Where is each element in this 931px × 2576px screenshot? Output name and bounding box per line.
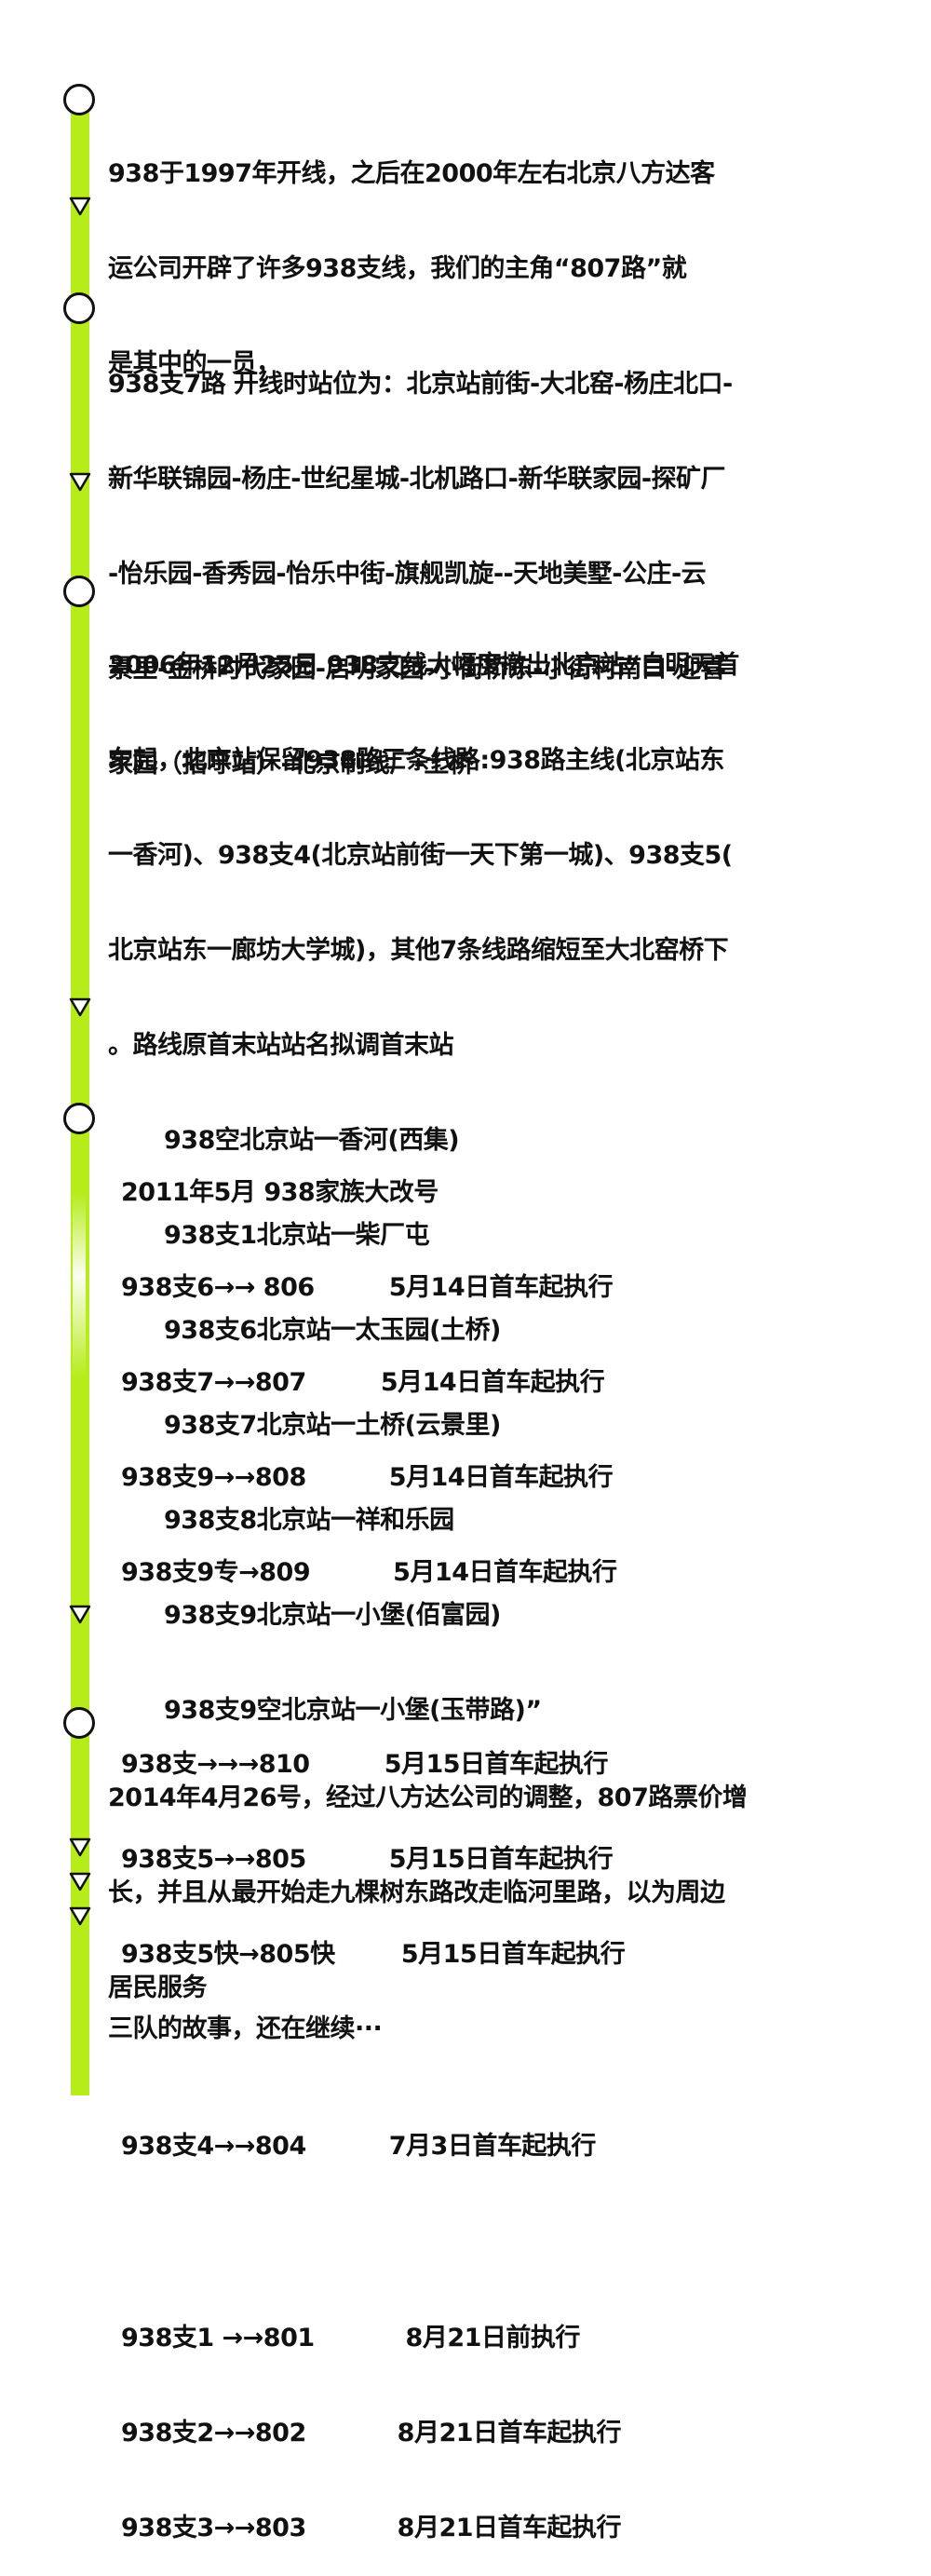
group-spacer [121, 2226, 625, 2259]
timeline-node-circle [63, 292, 95, 324]
renumber-row: 938支5快→805快 5月15日首车起执行 [121, 1940, 626, 1969]
renumber-row: 938支1 →→801 8月21日前执行 [121, 2324, 580, 2352]
entry-text-line: 2014年4月26号，经过八方达公司的调整，807路票价增 [108, 1783, 748, 1812]
renumber-row: 938支4→→804 7月3日首车起执行 [121, 2132, 596, 2161]
route-list-item: 938支8北京站一祥和乐园 [164, 1506, 454, 1535]
triangle-down-icon [69, 1837, 91, 1858]
timeline-bar [71, 93, 89, 2095]
timeline-node-circle [63, 84, 95, 115]
entry-text-line: 北京站东一廊坊大学城)，其他7条线路缩短至大北窑桥下 [108, 936, 729, 965]
entry-text-line: 是其中的一员， [108, 349, 281, 378]
timeline-entry-route-stops: 938支7路 开线时站位为：北京站前街-大北窑-杨庄北口- 新华联锦园-杨庄-世… [108, 305, 733, 812]
timeline-node-circle [63, 576, 95, 607]
entry-title: 2011年5月 938家族大改号 [121, 1178, 439, 1207]
entry-text-line: 长，并且从最开始走九棵树东路改走临河里路，以为周边 [108, 1878, 725, 1907]
entry-text-line: 家园（招呼站）-北京制线厂-土桥 [108, 750, 474, 779]
timeline-node-circle [63, 1707, 95, 1739]
route-list-item: 938支1北京站一柴厂屯 [164, 1221, 430, 1250]
triangle-down-icon [69, 1906, 91, 1927]
entry-text-line: 一香河)、938支4(北京站前街一天下第一城)、938支5( [108, 841, 733, 870]
triangle-down-icon [69, 997, 91, 1018]
entry-text-line: 景里-金桥时代家园-启明家园-小街桥东-小街村南口-迎喜 [108, 655, 726, 684]
group-spacer [121, 1652, 625, 1686]
timeline-entry-2006: 2006年12月25日 938支线大幅度撤出北京站“自明天首 车起，北京站保留9… [108, 587, 739, 1758]
entry-text-line: 居民服务 [108, 1973, 208, 2002]
entry-text-line: 2006年12月25日 938支线大幅度撤出北京站“自明天首 [108, 651, 739, 680]
timeline-entry-1997: 938于1997年开线，之后在2000年左右北京八方达客 运公司开辟了许多938… [108, 95, 715, 412]
timeline-entry-2014: 2014年4月26号，经过八方达公司的调整，807路票价增 长，并且从最开始走九… [108, 1719, 748, 2036]
entry-text-line: 938支7路 开线时站位为：北京站前街-大北窑-杨庄北口- [108, 370, 733, 399]
entry-text-line: 车起，北京站保留938路三条线路:938路主线(北京站东 [108, 746, 724, 775]
triangle-down-icon [69, 197, 91, 217]
entry-text-line: 新华联锦园-杨庄-世纪星城-北机路口-新华联家园-探矿厂 [108, 465, 726, 494]
renumber-row: 938支5→→805 5月15日首车起执行 [121, 1845, 614, 1874]
renumber-row: 938支6→→ 806 5月14日首车起执行 [121, 1273, 614, 1302]
triangle-down-icon [69, 1605, 91, 1625]
renumber-row: 938支3→→803 8月21日首车起执行 [121, 2514, 622, 2542]
renumber-row: 938支9专→809 5月14日首车起执行 [121, 1558, 617, 1587]
entry-text-line: 三队的故事，还在继续··· [108, 2014, 383, 2043]
renumber-row: 938支9→→808 5月14日首车起执行 [121, 1463, 614, 1492]
entry-text-line: 运公司开辟了许多938支线，我们的主角“807路”就 [108, 254, 687, 283]
route-list-item: 938支7北京站一土桥(云景里) [164, 1411, 501, 1440]
route-list-item: 938支9空北京站一小堡(玉带路)” [164, 1696, 542, 1725]
timeline-entry-closing: 三队的故事，还在继续··· [108, 1950, 383, 2077]
triangle-down-icon [69, 472, 91, 493]
timeline-node-circle [63, 1103, 95, 1134]
timeline-highlight [73, 1192, 86, 1378]
route-list-item: 938空北京站一香河(西集) [164, 1126, 460, 1155]
renumber-row: 938支7→→807 5月14日首车起执行 [121, 1368, 605, 1397]
entry-text-line: -怡乐园-香秀园-怡乐中街-旗舰凯旋--天地美墅-公庄-云 [108, 560, 707, 589]
renumber-row: 938支→→→810 5月15日首车起执行 [121, 1750, 609, 1779]
route-list-item: 938支9北京站一小堡(佰富园) [164, 1601, 501, 1630]
route-list-item: 938支6北京站一太玉园(土桥) [164, 1316, 501, 1345]
entry-text-line: 938于1997年开线，之后在2000年左右北京八方达客 [108, 159, 715, 188]
triangle-down-icon [69, 1872, 91, 1892]
renumber-row: 938支2→→802 8月21日首车起执行 [121, 2419, 622, 2447]
entry-text-line: 。路线原首末站站名拟调首末站 [108, 1031, 453, 1060]
